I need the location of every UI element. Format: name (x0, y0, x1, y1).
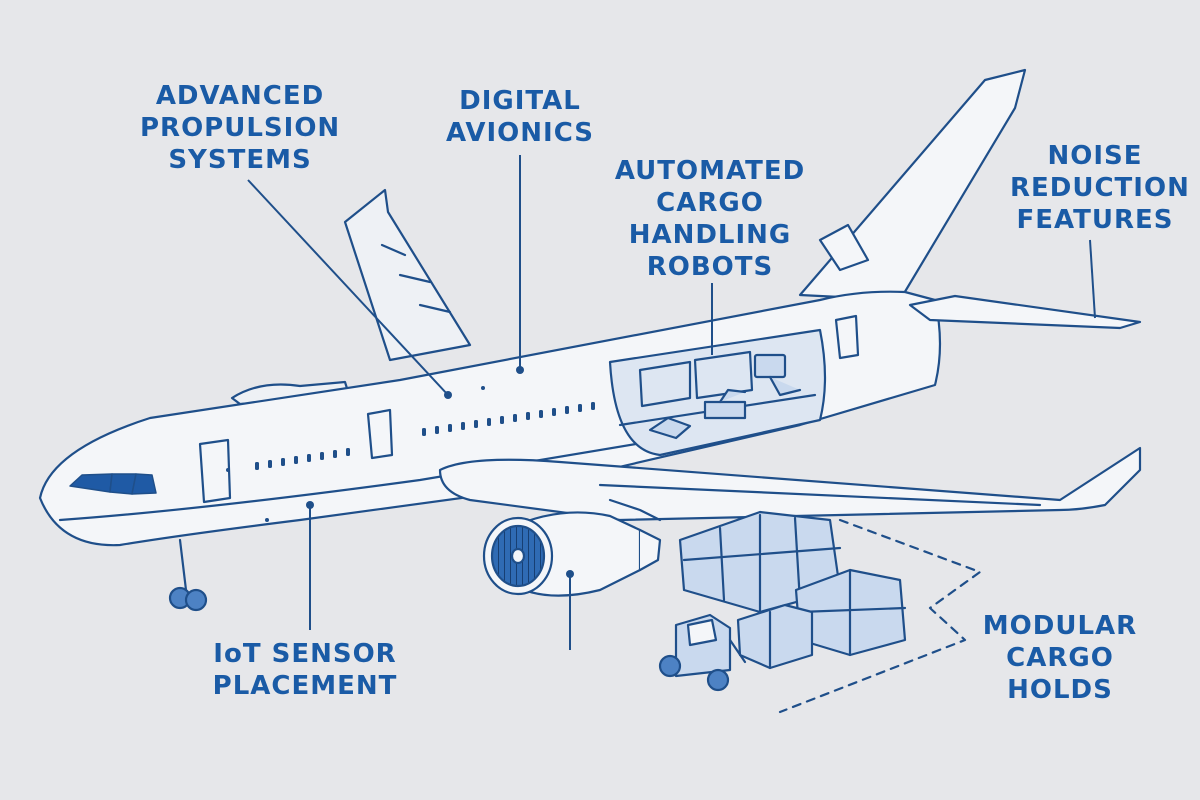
callout-dot-engine (566, 570, 574, 578)
tail-fairing (818, 223, 870, 272)
cargo-container-icon (678, 510, 907, 670)
callout-dot-propulsion (444, 391, 452, 399)
passenger-windows (255, 402, 595, 470)
front-door (198, 438, 232, 504)
far-wing-flap-line (380, 243, 407, 257)
sensor-dot (481, 386, 485, 390)
jet-engine-icon (482, 511, 662, 597)
far-wing-flap-line (418, 303, 452, 314)
label-digital-avionics: DIGITAL AVIONICS (446, 86, 594, 148)
landing-gear-icon (168, 538, 208, 612)
rear-door (834, 314, 860, 360)
cockpit-windows (69, 473, 157, 495)
vertical-tail (798, 68, 1027, 302)
forklift-icon (658, 613, 747, 692)
label-automated-cargo-robots: AUTOMATED CARGO HANDLING ROBOTS (614, 156, 806, 282)
pylon (608, 498, 662, 522)
label-advanced-propulsion: ADVANCED PROPULSION SYSTEMS (140, 81, 341, 175)
cargo-bay-panel (693, 350, 754, 400)
callout-lines (247, 155, 1096, 650)
label-modular-cargo-holds: MODULAR CARGO HOLDS (982, 611, 1138, 705)
cargo-bay-panel (638, 360, 692, 408)
cargo-hold-outline (778, 518, 982, 714)
label-noise-reduction: NOISE REDUCTION FEATURES (1010, 141, 1190, 235)
callout-dot-avionics (516, 366, 524, 374)
callout-dot-iot (306, 501, 314, 509)
far-wing-flap-line (398, 273, 432, 284)
horizontal-stabilizer (908, 294, 1142, 330)
wing-flap-line (598, 483, 1042, 507)
fuselage-belly-line (58, 418, 782, 522)
callout-dots (226, 366, 574, 578)
callout-line-noise (1089, 239, 1096, 319)
mid-door (366, 408, 394, 460)
callout-line-propulsion (247, 179, 449, 396)
robot-arm-icon (648, 353, 802, 440)
sensor-dot (226, 468, 230, 472)
far-wing (343, 188, 472, 362)
sensor-dot (265, 518, 269, 522)
label-iot-sensor-placement: IoT SENSOR PLACEMENT (212, 639, 398, 701)
